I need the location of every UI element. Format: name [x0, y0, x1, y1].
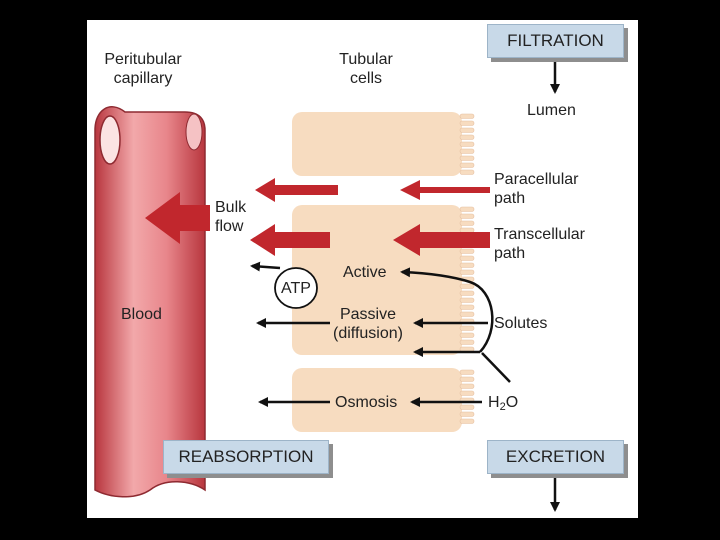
- microvillus: [459, 404, 475, 410]
- microvillus: [459, 141, 475, 147]
- microvillus: [459, 332, 475, 338]
- microvillus: [459, 311, 475, 317]
- microvillus: [459, 148, 475, 154]
- microvillus: [459, 418, 475, 424]
- microvillus: [459, 376, 475, 382]
- tubular-cells: [292, 112, 462, 432]
- microvillus: [459, 169, 475, 175]
- filtration-box: FILTRATION: [487, 24, 624, 58]
- passive-diffusion-label: Passive(diffusion): [333, 306, 403, 342]
- microvillus: [459, 411, 475, 417]
- h2o-label: H2O: [488, 394, 519, 413]
- microvillus: [459, 390, 475, 396]
- blood-label: Blood: [121, 306, 162, 323]
- paracellular-arrow: [400, 180, 490, 200]
- transcellular-arrow: [393, 224, 490, 256]
- transcellular-out-arrow: [250, 224, 330, 256]
- active-transport-arrow: [400, 267, 494, 353]
- lumen-label: Lumen: [527, 102, 576, 119]
- microvillus: [459, 297, 475, 303]
- microvillus: [459, 339, 475, 345]
- paracellular-out-arrow: [255, 178, 338, 202]
- microvillus: [459, 134, 475, 140]
- microvillus: [459, 369, 475, 375]
- microvillus: [459, 383, 475, 389]
- osmosis-label: Osmosis: [335, 394, 398, 411]
- microvillus: [459, 120, 475, 126]
- atp-circle: [274, 267, 318, 309]
- microvillus: [459, 213, 475, 219]
- solutes-label: Solutes: [494, 315, 548, 332]
- microvillus: [459, 127, 475, 133]
- atp-label: ATP: [281, 280, 311, 297]
- microvillus: [459, 220, 475, 226]
- microvillus: [459, 113, 475, 119]
- microvillus: [459, 325, 475, 331]
- microvillus: [459, 162, 475, 168]
- microvillus: [459, 269, 475, 275]
- microvillus: [459, 155, 475, 161]
- microvillus: [459, 248, 475, 254]
- microvillus: [459, 262, 475, 268]
- microvillus: [459, 206, 475, 212]
- microvilli: [459, 113, 475, 424]
- microvillus: [459, 290, 475, 296]
- microvillus: [459, 255, 475, 261]
- h2o-solutes-link: [481, 352, 511, 383]
- excretion-box: EXCRETION: [487, 440, 624, 474]
- peritubular-capillary: [94, 106, 206, 498]
- black-arrows: [250, 62, 560, 512]
- microvillus: [459, 283, 475, 289]
- reabsorption-box: REABSORPTION: [163, 440, 329, 474]
- active-label: Active: [343, 264, 387, 281]
- bulk-flow-arrow: [145, 192, 210, 244]
- microvillus: [459, 227, 475, 233]
- microvillus: [459, 304, 475, 310]
- atp-out-arrow: [250, 261, 281, 272]
